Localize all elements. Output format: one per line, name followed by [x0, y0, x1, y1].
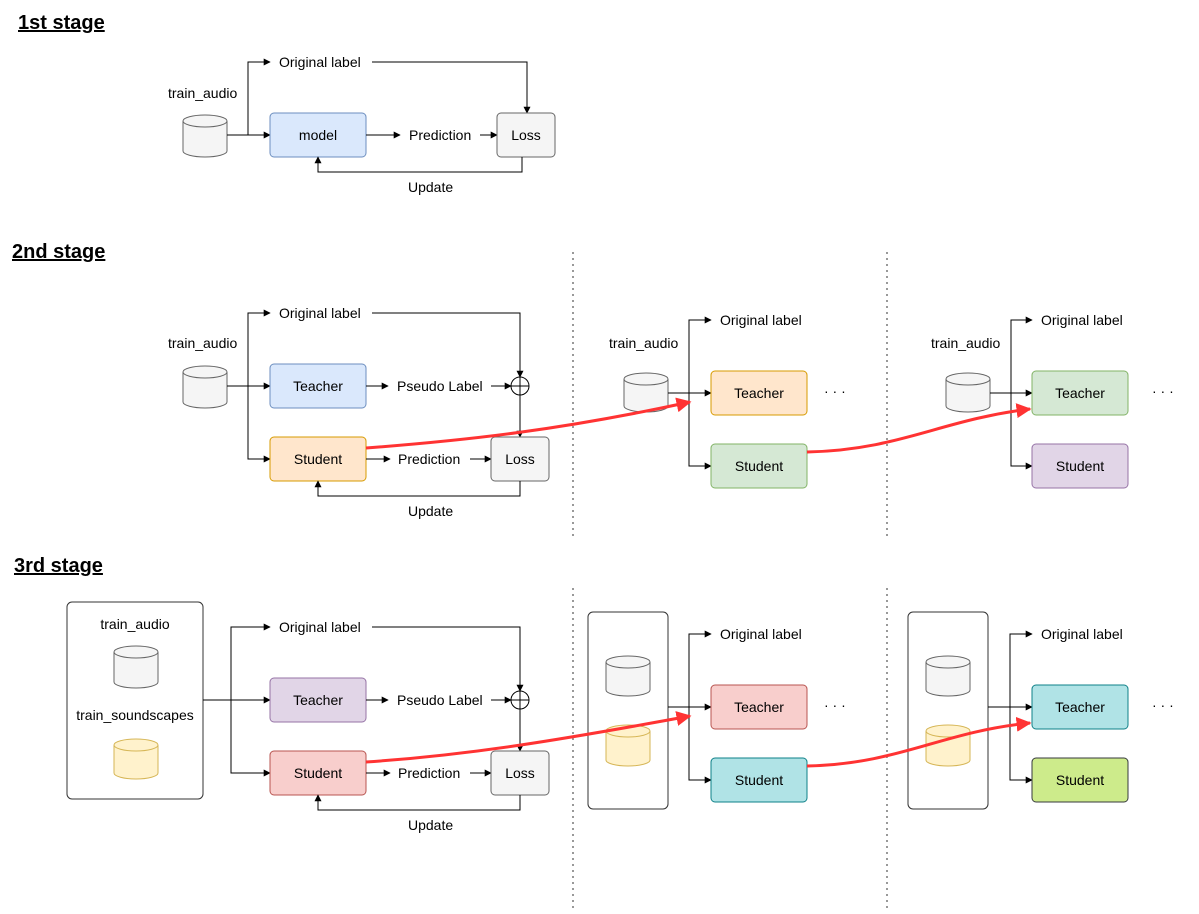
teacher-box: [710, 370, 808, 416]
student-box-label: Student: [735, 458, 783, 474]
database-icon: [925, 724, 971, 767]
teacher-box-label: Teacher: [1055, 385, 1105, 401]
dataset-container: [587, 611, 669, 810]
train-audio-label: train_audio: [609, 335, 678, 351]
database-icon: [605, 655, 651, 697]
stage1-heading: 1st stage: [18, 12, 105, 34]
teacher-box: [1031, 370, 1129, 416]
update-text: Update: [408, 503, 453, 519]
stage2-left-group: train_audio Original label Teacher Pseud…: [168, 305, 550, 519]
train-audio-label: train_audio: [100, 616, 169, 632]
database-icon: [113, 738, 159, 780]
update-text: Update: [408, 179, 453, 195]
ellipsis: · · ·: [824, 697, 846, 713]
database-icon: [605, 724, 651, 767]
ellipsis: · · ·: [824, 383, 846, 399]
train-audio-label: train_audio: [931, 335, 1000, 351]
prediction-text: Prediction: [398, 451, 460, 467]
original-label-text: Original label: [279, 619, 361, 635]
pseudo-label-text: Pseudo Label: [397, 692, 483, 708]
loss-box-label: Loss: [505, 451, 535, 467]
teacher-box-label: Teacher: [734, 385, 784, 401]
stage2-middle-group: train_audio Original label Teacher · · ·…: [609, 312, 846, 489]
loss-box-label: Loss: [511, 127, 541, 143]
ellipsis: · · ·: [1152, 697, 1174, 713]
student-box: [1031, 443, 1129, 489]
teacher-box-label: Teacher: [734, 699, 784, 715]
stage3-heading: 3rd stage: [14, 555, 103, 577]
promotion-arrow: [806, 716, 1032, 768]
database-icon: [945, 372, 991, 413]
prediction-text: Prediction: [409, 127, 471, 143]
original-label-text: Original label: [1041, 312, 1123, 328]
dataset-container: [907, 611, 989, 810]
combine-icon: [510, 376, 530, 396]
student-box-label: Student: [294, 451, 342, 467]
train-soundscapes-label: train_soundscapes: [76, 707, 194, 723]
prediction-text: Prediction: [398, 765, 460, 781]
update-text: Update: [408, 817, 453, 833]
original-label-text: Original label: [279, 305, 361, 321]
database-icon: [182, 114, 228, 158]
student-box-label: Student: [1056, 458, 1104, 474]
student-box-label: Student: [1056, 772, 1104, 788]
train-audio-label: train_audio: [168, 335, 237, 351]
student-box: [710, 443, 808, 489]
loss-box-label: Loss: [505, 765, 535, 781]
stage2-right-group: train_audio Original label Teacher · · ·…: [931, 312, 1174, 489]
promotion-arrow: [365, 711, 692, 764]
loss-box: [496, 112, 556, 158]
combine-icon: [510, 690, 530, 710]
student-box-label: Student: [735, 772, 783, 788]
stage1-group: train_audio Original label model Predict…: [168, 54, 556, 195]
database-icon: [182, 365, 228, 409]
database-icon: [925, 655, 971, 697]
promotion-arrow: [365, 397, 692, 450]
original-label-text: Original label: [720, 312, 802, 328]
teacher-box-label: Teacher: [1055, 699, 1105, 715]
pseudo-label-text: Pseudo Label: [397, 378, 483, 394]
ellipsis: · · ·: [1152, 383, 1174, 399]
stage3-left-group: train_audio train_soundscapes Original l…: [66, 601, 550, 833]
student-box: [710, 757, 808, 803]
stage2-heading: 2nd stage: [12, 241, 105, 263]
original-label-text: Original label: [279, 54, 361, 70]
teacher-box: [1031, 684, 1129, 730]
teacher-box: [710, 684, 808, 730]
promotion-arrow: [806, 403, 1032, 454]
teacher-box-label: Teacher: [293, 378, 343, 394]
model-box-label: model: [299, 127, 337, 143]
stage3-right-group: Original label Teacher · · · Student: [907, 611, 1174, 810]
train-audio-label: train_audio: [168, 85, 237, 101]
teacher-box-label: Teacher: [293, 692, 343, 708]
student-box-label: Student: [294, 765, 342, 781]
database-icon: [623, 372, 669, 413]
original-label-text: Original label: [1041, 626, 1123, 642]
database-icon: [113, 645, 159, 689]
student-box: [1031, 757, 1129, 803]
stage3-middle-group: Original label Teacher · · · Student: [587, 611, 846, 810]
original-label-text: Original label: [720, 626, 802, 642]
